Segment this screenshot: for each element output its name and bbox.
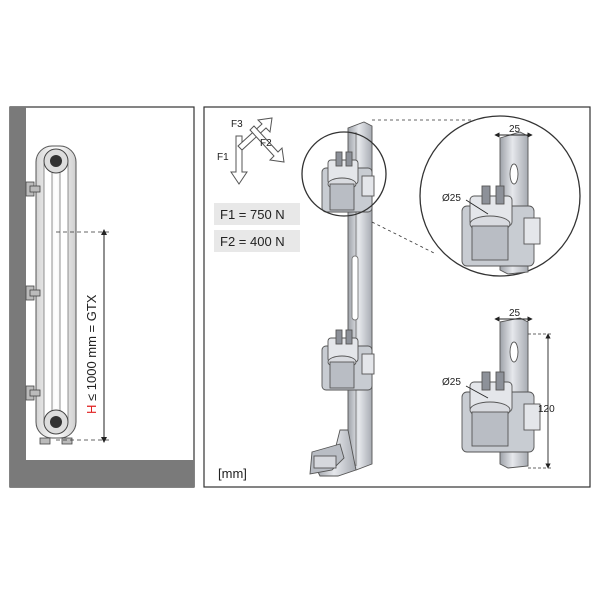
force-label-f1: F1 [217,152,229,163]
detail-bottom-height-dim: 120 [538,404,555,415]
clamp-middle [321,329,375,391]
radiator-side-view [25,145,77,445]
unit-label: [mm] [218,466,247,481]
wall-bracket-bottom [25,385,41,401]
right-panel: F3 F1 F2 F1 = 750 N F2 = 400 N [mm] [203,106,591,488]
force-box-1 [214,203,300,225]
detail-bottom-diameter: Ø25 [442,377,461,388]
detail-bottom: 25 120 Ø25 [442,308,555,469]
clamp-top [321,151,375,213]
detail-zoom-top: 25 Ø25 [419,115,581,277]
force-label-f3: F3 [231,119,243,130]
floor [10,460,194,487]
detail-top-diameter: Ø25 [442,193,461,204]
force-value-1: F1 = 750 N [220,207,285,222]
left-panel: H ≤ 1000 mm = GTX [9,106,195,488]
wall-bracket-middle [25,285,41,301]
force-value-2: F2 = 400 N [220,234,285,249]
zoom-source-circle [301,131,387,217]
force-box-2 [214,230,300,252]
force-label-f2: F2 [260,138,272,149]
height-formula-label: H ≤ 1000 mm = GTX [84,294,99,414]
wall [10,107,26,487]
force-direction-icon [230,117,285,185]
wall-bracket-top [25,181,41,197]
detail-top-width-dim: 25 [509,124,521,135]
detail-bottom-width-dim: 25 [509,308,521,319]
bracket-assembly [309,121,375,477]
